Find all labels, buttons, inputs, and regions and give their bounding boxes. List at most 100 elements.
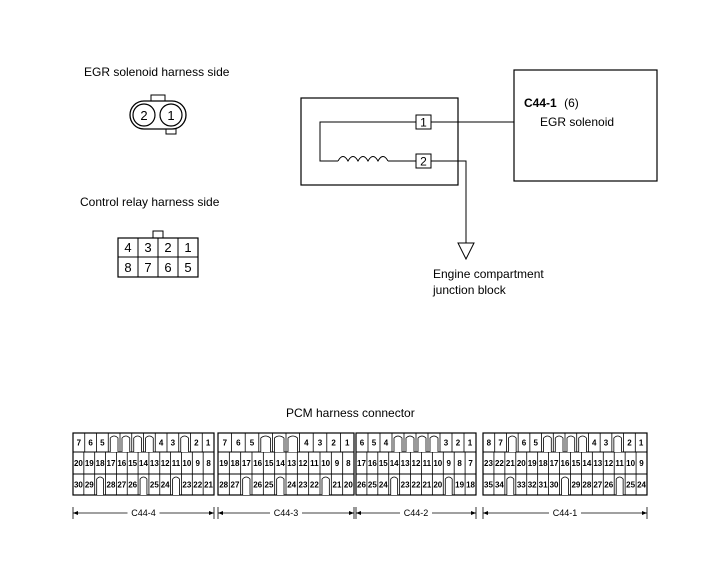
pcm-pin: 7: [223, 439, 228, 448]
pcm-pin: 2: [194, 439, 199, 448]
pcm-pin: 22: [193, 481, 202, 490]
pcm-pin: 6: [88, 439, 93, 448]
pcm-pin: 33: [517, 481, 526, 490]
pcm-pin: 24: [379, 481, 388, 490]
pcm-pin: 2: [456, 439, 461, 448]
pcm-pin: 16: [117, 459, 126, 468]
pcm-key-slot: [615, 476, 624, 495]
pcm-pin: 5: [372, 439, 377, 448]
pcm-key-slot: [139, 476, 148, 495]
pcm-pin: 7: [498, 439, 503, 448]
pcm-pin: 26: [128, 481, 137, 490]
pcm-key-slot: [554, 435, 564, 452]
pcm-pin: 13: [401, 459, 410, 468]
pcm-pin: 34: [495, 481, 504, 490]
relay-pin-1: 1: [184, 240, 191, 255]
svg-text:C44-1 (6): C44-1 (6): [524, 94, 579, 111]
pcm-pin: 14: [276, 459, 285, 468]
pcm-key-slot: [543, 435, 552, 452]
pcm-pin: 21: [333, 481, 342, 490]
pcm-pin: 13: [287, 459, 296, 468]
ground-label-line1: Engine compartment: [433, 267, 544, 281]
egr-pin-2: 2: [140, 108, 147, 123]
pcm-pin: 8: [346, 459, 351, 468]
pcm-pin: 17: [550, 459, 559, 468]
pcm-pin: 23: [299, 481, 308, 490]
terminal-2-label: 2: [420, 155, 427, 169]
pcm-pin: 12: [604, 459, 613, 468]
solenoid-box: [300, 97, 459, 186]
pcm-pin: 12: [161, 459, 170, 468]
egr-connector: 2 1: [129, 94, 187, 135]
pcm-pin: 24: [161, 481, 170, 490]
pcm-pin: 21: [506, 459, 515, 468]
relay-pin-6: 6: [164, 260, 171, 275]
relay-pin-3: 3: [144, 240, 151, 255]
pcm-pin: 14: [139, 459, 148, 468]
pcm-pin: 27: [593, 481, 602, 490]
pcm-pin: 26: [253, 481, 262, 490]
pcm-pin: 22: [495, 459, 504, 468]
pcm-pin: 1: [206, 439, 211, 448]
relay-pin-8: 8: [124, 260, 131, 275]
pcm-key-slot: [393, 435, 403, 452]
ground-label-line2: junction block: [432, 283, 507, 297]
pcm-pin: 25: [626, 481, 635, 490]
pcm-pin: 16: [253, 459, 262, 468]
pcm-pin: 14: [582, 459, 591, 468]
pcm-pin: 9: [447, 459, 452, 468]
pcm-key-slot: [566, 435, 576, 452]
pcm-key-slot: [121, 435, 131, 452]
pcm-key-slot: [274, 435, 285, 452]
pcm-pin: 15: [379, 459, 388, 468]
relay-connector: 4 3 2 1 8 7 6 5: [117, 230, 199, 278]
pcm-pin: 24: [637, 481, 646, 490]
pcm-pin: 23: [182, 481, 191, 490]
pcm-pin: 24: [287, 481, 296, 490]
pcm-pin: 29: [85, 481, 94, 490]
egr-pin-1: 1: [167, 108, 174, 123]
pcm-pin: 20: [344, 481, 353, 490]
pcm-pin: 18: [539, 459, 548, 468]
pcm-pin: 11: [615, 459, 624, 468]
pcm-key-slot: [405, 435, 415, 452]
pcm-connector-name: C44-1: [553, 508, 578, 518]
relay-pin-5: 5: [184, 260, 191, 275]
pcm-pin: 26: [357, 481, 366, 490]
pcm-pin: 18: [231, 459, 240, 468]
pcm-pin: 5: [533, 439, 538, 448]
pcm-pin: 25: [265, 481, 274, 490]
pcm-key-slot: [429, 435, 439, 452]
pcm-pin: 9: [639, 459, 644, 468]
pcm-key-slot: [613, 435, 622, 452]
pcm-pin: 11: [423, 459, 432, 468]
pcm-pin: 4: [592, 439, 597, 448]
pcm-key-slot: [417, 435, 427, 452]
pcm-pin: 7: [77, 439, 82, 448]
pcm-pin: 15: [571, 459, 580, 468]
pcm-connector-id: C44-1: [524, 96, 557, 110]
pcm-pin: 12: [299, 459, 308, 468]
pcm-component-label: EGR solenoid: [540, 115, 614, 129]
pcm-key-slot: [287, 435, 298, 452]
pcm-pin: 6: [522, 439, 527, 448]
pcm-pin: 28: [219, 481, 228, 490]
pcm-pin: 11: [310, 459, 319, 468]
pcm-pin: 28: [107, 481, 116, 490]
pcm-pin: 17: [107, 459, 116, 468]
pcm-connector-name: C44-4: [131, 508, 156, 518]
pcm-box: C44-1 (6) EGR solenoid: [513, 69, 658, 182]
pcm-key-slot: [561, 476, 569, 495]
pcm-key-slot: [180, 435, 189, 452]
pcm-pin: 10: [182, 459, 191, 468]
relay-connector-title: Control relay harness side: [80, 195, 220, 209]
wire-to-ground: [431, 160, 467, 243]
pcm-harness-title: PCM harness connector: [286, 406, 415, 420]
pcm-pin: 6: [236, 439, 241, 448]
pcm-pin: 6: [360, 439, 365, 448]
pcm-pin: 2: [331, 439, 336, 448]
pcm-pin: 3: [171, 439, 176, 448]
pcm-key-slot: [260, 435, 271, 452]
pcm-pin: 20: [433, 481, 442, 490]
